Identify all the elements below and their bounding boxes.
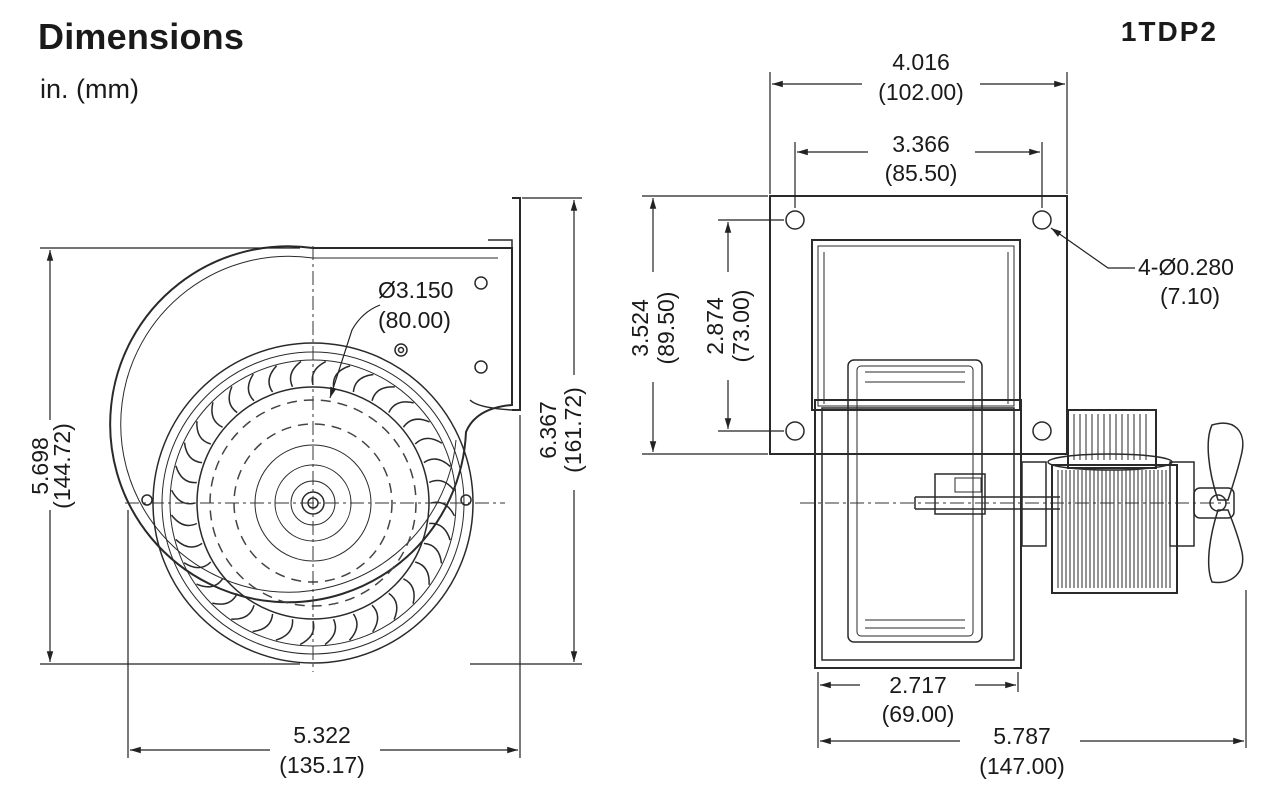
mount-hole-tr — [1032, 210, 1052, 230]
dim-hole-spacing-h-mm: (85.50) — [885, 160, 958, 186]
mounting-flange — [512, 197, 521, 411]
impeller-blade — [371, 386, 395, 402]
impeller-blade — [299, 620, 315, 646]
impeller-blade — [423, 542, 443, 564]
dim-housing-depth-mm: (69.00) — [882, 701, 955, 727]
flange-bend — [469, 239, 513, 411]
impeller-blade — [170, 489, 196, 505]
motor-coil — [1067, 409, 1157, 469]
impeller-blade — [403, 578, 415, 604]
mount-hole-leader — [1050, 227, 1135, 269]
dim-overall-length-in: 5.787 — [993, 723, 1051, 749]
impeller-blade — [371, 604, 379, 633]
housing-screw-left — [141, 494, 153, 506]
dim-hole-spacing-v-in: 2.874 — [702, 297, 728, 355]
impeller-blade — [228, 386, 238, 414]
impeller-blade — [183, 561, 212, 569]
dim-overall-width-mm: (135.17) — [279, 752, 365, 778]
impeller-blade — [402, 418, 430, 428]
scroll-housing — [109, 245, 513, 604]
impeller-blade — [275, 619, 294, 641]
impeller-blade — [252, 613, 274, 633]
impeller-leader — [329, 304, 381, 399]
impeller-blade — [423, 458, 451, 468]
impeller-blade — [414, 437, 443, 445]
housing-inner-edge — [120, 255, 498, 593]
dim-housing-depth-in: 2.717 — [889, 672, 947, 698]
dim-flange-height-mm: (161.72) — [560, 387, 586, 473]
dim-side-flange-height-in: 3.524 — [627, 299, 653, 357]
dim-flange-width-mm: (102.00) — [878, 79, 964, 105]
impeller-blade — [332, 365, 351, 387]
side-hub — [934, 473, 986, 515]
dim-hole-spacing-h-in: 3.366 — [892, 131, 950, 157]
impeller-blade — [196, 421, 212, 445]
motor-body — [1051, 464, 1178, 594]
impeller-blade — [428, 479, 456, 492]
impeller-blade — [352, 373, 374, 393]
impeller-blade — [175, 538, 203, 548]
impeller-blade — [212, 593, 238, 605]
impeller-blade — [289, 360, 302, 388]
model-number: 1TDP2 — [1120, 16, 1218, 47]
motor-lamination-lines — [1057, 470, 1171, 588]
impeller-blade — [196, 578, 224, 588]
cooling-fan-hub — [1193, 487, 1235, 519]
mount-hole-tl — [785, 210, 805, 230]
dim-mount-holes-mm: (7.10) — [1160, 283, 1220, 309]
impeller-blade — [175, 465, 197, 484]
motor-front-bracket — [1021, 461, 1047, 547]
units-label: in. (mm) — [40, 74, 139, 104]
side-impeller — [847, 359, 983, 643]
flange-hole-bottom — [474, 360, 488, 374]
impeller-blades — [170, 360, 456, 646]
outlet-duct — [811, 239, 1021, 411]
dim-flange-height-in: 6.367 — [535, 401, 561, 459]
dim-side-flange-height-mm: (89.50) — [653, 292, 679, 365]
impeller-blade — [231, 604, 255, 620]
housing-screw-right — [460, 494, 472, 506]
dim-overall-length-mm: (147.00) — [979, 753, 1065, 779]
dim-mount-holes-in: 4-Ø0.280 — [1138, 254, 1234, 280]
side-view: 4.016 (102.00) 3.366 (85.50) 3.524 (89.5… — [627, 49, 1247, 779]
dim-overall-height-mm: (144.72) — [49, 423, 75, 509]
dim-overall-height-in: 5.698 — [27, 437, 53, 495]
impeller-blade — [348, 613, 358, 641]
cooling-fan-blade-bottom — [1207, 509, 1244, 584]
impeller-blade — [324, 618, 337, 646]
impeller-blade — [211, 402, 223, 428]
motor-rear-bracket — [1169, 461, 1195, 547]
front-view: 5.698 (144.72) 6.367 (161.72) 5.322 (135… — [27, 197, 586, 778]
dim-hole-spacing-v-mm: (73.00) — [728, 290, 754, 363]
impeller-blade — [429, 522, 451, 541]
impeller-blade — [388, 592, 398, 620]
page-title: Dimensions — [38, 16, 245, 57]
dim-flange-width-in: 4.016 — [892, 49, 950, 75]
impeller-blade — [388, 401, 414, 413]
impeller-blade — [247, 373, 255, 402]
impeller-blade — [311, 360, 327, 386]
housing-rivet — [394, 343, 408, 357]
flange-hole-top — [474, 276, 488, 290]
dim-overall-width-in: 5.322 — [293, 722, 351, 748]
blower-housing — [814, 399, 1022, 669]
impeller-blade — [183, 442, 203, 464]
impeller-blade — [268, 365, 278, 393]
impeller-blade — [414, 561, 430, 585]
side-flange-plate — [769, 195, 1068, 455]
impeller-blade — [170, 514, 198, 527]
dim-impeller-diameter-mm: (80.00) — [378, 307, 451, 333]
cooling-fan-blade-top — [1207, 422, 1244, 501]
mount-hole-br — [1032, 421, 1052, 441]
mount-hole-bl — [785, 421, 805, 441]
dim-impeller-diameter-in: Ø3.150 — [378, 277, 453, 303]
